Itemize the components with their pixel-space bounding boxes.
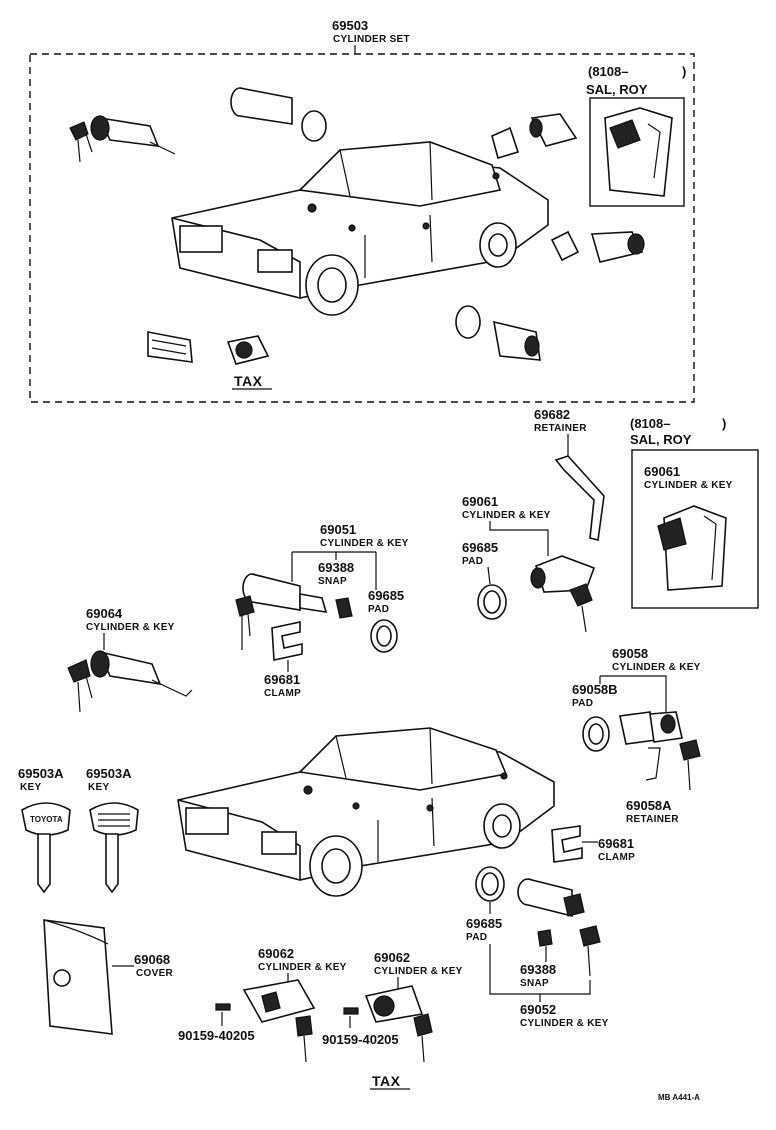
top-inset-lock-housing — [604, 107, 673, 197]
part-number-69681-b: 69681 — [598, 836, 634, 851]
key-cover — [43, 919, 113, 1035]
cylinder-set-part-number: 69503 — [332, 18, 368, 33]
part-number-69388-b: 69388 — [520, 962, 556, 977]
part-number-69058b: 69058B — [572, 682, 618, 697]
part-number-69068: 69068 — [134, 952, 170, 967]
cylinder-set-dashed-frame — [29, 53, 695, 403]
top-trunk-cylinder — [550, 230, 645, 263]
inset-close-paren: ) — [722, 416, 726, 431]
top-glove-cylinder — [455, 305, 541, 361]
part-number-69058: 69058 — [612, 646, 648, 661]
key-1-brand: TOYOTA — [30, 815, 63, 824]
cylinder-set-name: CYLINDER SET — [333, 34, 410, 45]
part-number-69681-a: 69681 — [264, 672, 300, 687]
callout-69064: 69064 CYLINDER & KEY — [67, 606, 193, 713]
callout-69503a-key-2: 69503A KEY — [86, 766, 139, 894]
part-name-69058: CYLINDER & KEY — [612, 662, 701, 673]
top-inset-frame — [589, 97, 685, 207]
callout-69685-pad-a: 69685 PAD — [462, 540, 507, 620]
inset-part-name: CYLINDER & KEY — [644, 480, 733, 491]
part-number-69061: 69061 — [462, 494, 498, 509]
part-number-69388-a: 69388 — [318, 560, 354, 575]
inset-models: SAL, ROY — [630, 432, 692, 447]
part-name-pad-b: PAD — [368, 604, 389, 615]
top-inset-bracket — [647, 123, 661, 179]
part-name-retainer: RETAINER — [534, 423, 587, 434]
callout-69058: 69058 CYLINDER & KEY 69058B PAD 69058A R… — [572, 646, 701, 825]
part-number-69064: 69064 — [86, 606, 123, 621]
callout-69062-a: 69062 CYLINDER & KEY 90159-40205 — [178, 946, 347, 1063]
part-name-69062-b: CYLINDER & KEY — [374, 966, 463, 977]
footer-code: MB A441-A — [658, 1093, 700, 1102]
part-number-69503a-1: 69503A — [18, 766, 64, 781]
part-number-69051: 69051 — [320, 522, 356, 537]
part-number-90159-b: 90159-40205 — [322, 1032, 399, 1047]
part-number-69682: 69682 — [534, 407, 570, 422]
part-number-69503a-2: 69503A — [86, 766, 132, 781]
part-number-69685-c: 69685 — [466, 916, 502, 931]
part-number-90159-a: 90159-40205 — [178, 1028, 255, 1043]
callout-69503a-key-1: 69503A KEY TOYOTA — [18, 766, 71, 894]
part-number-69685-b: 69685 — [368, 588, 404, 603]
bottom-car-illustration — [177, 727, 555, 897]
key-1-head — [21, 802, 71, 836]
top-tax-label: TAX — [234, 373, 263, 389]
top-inset-close: ) — [682, 64, 686, 79]
part-name-snap-a: SNAP — [318, 576, 347, 587]
inset-sal-roy: (8108– ) SAL, ROY 69061 CYLINDER & KEY — [630, 416, 759, 609]
callout-69051: 69051 CYLINDER & KEY 69388 SNAP 69685 PA… — [235, 522, 409, 653]
callout-69682-retainer: 69682 RETAINER — [534, 407, 605, 541]
key-2-grip — [98, 813, 130, 827]
callout-69068-cover: 69068 COVER — [43, 919, 174, 1035]
part-name-clamp-b: CLAMP — [598, 852, 635, 863]
part-number-69685-a: 69685 — [462, 540, 498, 555]
bottom-tax-label: TAX — [372, 1073, 401, 1089]
part-name-pad-a: PAD — [462, 556, 483, 567]
top-inset-cylinder — [609, 119, 641, 149]
part-name-key-2: KEY — [88, 782, 109, 793]
part-number-69058a: 69058A — [626, 798, 672, 813]
inset-frame — [631, 449, 759, 609]
top-door-cylinder-left — [230, 87, 327, 142]
top-door-cylinder-right — [491, 113, 578, 160]
part-name-cover: COVER — [136, 968, 174, 979]
callout-69681-clamp-a: 69681 CLAMP — [264, 621, 303, 699]
part-name-69062-a: CYLINDER & KEY — [258, 962, 347, 973]
callout-69052: 69685 PAD 69388 SNAP 69052 CYLINDER & KE… — [466, 866, 609, 1029]
callout-69681-clamp-b: 69681 CLAMP — [551, 825, 635, 863]
key-1-blade — [37, 833, 51, 894]
part-number-69052: 69052 — [520, 1002, 556, 1017]
top-ignition-cylinder — [69, 115, 176, 163]
part-name-pad-c: PAD — [466, 932, 487, 943]
cylinder-set-group: 69503 CYLINDER SET (8108– ) SAL, ROY — [29, 18, 695, 403]
top-inset-code: (8108– — [588, 64, 628, 79]
key-2-head — [89, 802, 139, 836]
callout-69061: 69061 CYLINDER & KEY — [462, 494, 596, 633]
part-name-69051: CYLINDER & KEY — [320, 538, 409, 549]
part-name-69064: CYLINDER & KEY — [86, 622, 175, 633]
part-name-69061: CYLINDER & KEY — [462, 510, 551, 521]
part-name-snap-b: SNAP — [520, 978, 549, 989]
part-name-retainer-69058a: RETAINER — [626, 814, 679, 825]
callout-69062-b: 69062 CYLINDER & KEY 90159-40205 — [322, 950, 463, 1063]
key-2-blade — [105, 833, 119, 894]
top-car-illustration — [171, 142, 549, 316]
top-inset-models: SAL, ROY — [586, 82, 648, 97]
inset-code: (8108– — [630, 416, 670, 431]
part-number-69062-b: 69062 — [374, 950, 410, 965]
part-name-key-1: KEY — [20, 782, 41, 793]
inset-part-number: 69061 — [644, 464, 680, 479]
top-tax-parts — [147, 331, 270, 365]
part-name-69052: CYLINDER & KEY — [520, 1018, 609, 1029]
part-name-clamp-a: CLAMP — [264, 688, 301, 699]
part-name-pad-69058b: PAD — [572, 698, 593, 709]
part-number-69062-a: 69062 — [258, 946, 294, 961]
